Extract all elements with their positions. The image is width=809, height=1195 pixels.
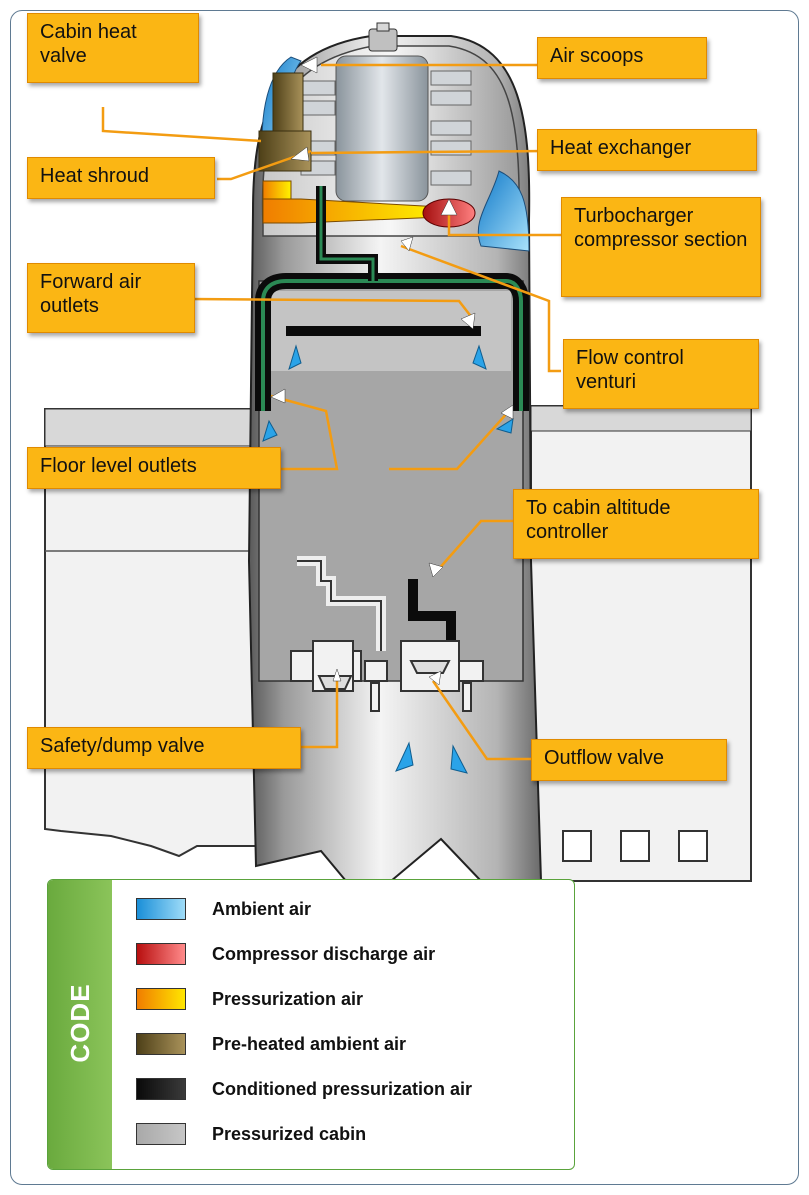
legend-label: Ambient air [212, 899, 312, 919]
callout-cabin-altitude-controller: To cabin altitude controller [513, 489, 759, 559]
valve-assembly [290, 556, 484, 712]
legend-swatch [136, 1033, 186, 1055]
legend-item: Conditioned pressurization air [136, 1076, 556, 1102]
legend-swatch [136, 1078, 186, 1100]
legend-swatch [136, 898, 186, 920]
legend-swatch [136, 988, 186, 1010]
legend-item: Pressurization air [136, 986, 556, 1012]
legend-swatch [136, 943, 186, 965]
callout-flow-control-venturi: Flow control venturi [563, 339, 759, 409]
right-air-scoop [477, 170, 530, 252]
propeller-hub [368, 22, 398, 52]
legend-item: Ambient air [136, 896, 556, 922]
callout-heat-exchanger: Heat exchanger [537, 129, 757, 171]
airflow-arrows [262, 344, 514, 774]
pressurization-diagram [44, 22, 752, 882]
diagram-frame: Cabin heat valve Air scoops Heat shroud … [10, 10, 799, 1185]
right-wing [530, 405, 752, 882]
legend-item: Compressor discharge air [136, 941, 556, 967]
legend-label: Conditioned pressurization air [212, 1079, 473, 1099]
callout-safety-dump-valve: Safety/dump valve [27, 727, 301, 769]
legend-item: Pre-heated ambient air [136, 1031, 556, 1057]
legend-label: Pre-heated ambient air [212, 1034, 407, 1054]
legend-label: Pressurized cabin [212, 1124, 367, 1144]
legend-title: CODE [65, 983, 95, 1063]
callout-cabin-heat-valve: Cabin heat valve [27, 13, 199, 83]
engine [300, 55, 472, 202]
cabin-heat-valve-shape [272, 72, 304, 134]
callout-outflow-valve: Outflow valve [531, 739, 727, 781]
leader-arrowheads [270, 56, 514, 686]
legend-band: CODE [48, 880, 112, 1169]
leader-lines [101, 63, 561, 761]
callout-turbocharger-compressor: Turbocharger compressor section [561, 197, 761, 297]
legend-swatch [136, 1123, 186, 1145]
legend-label: Pressurization air [212, 989, 364, 1009]
callout-air-scoops: Air scoops [537, 37, 707, 79]
callout-heat-shroud: Heat shroud [27, 157, 215, 199]
legend-item: Pressurized cabin [136, 1121, 556, 1147]
legend-label: Compressor discharge air [212, 944, 436, 964]
callout-floor-level-outlets: Floor level outlets [27, 447, 281, 489]
pressurization-riser [262, 180, 292, 200]
callout-forward-air-outlets: Forward air outlets [27, 263, 195, 333]
